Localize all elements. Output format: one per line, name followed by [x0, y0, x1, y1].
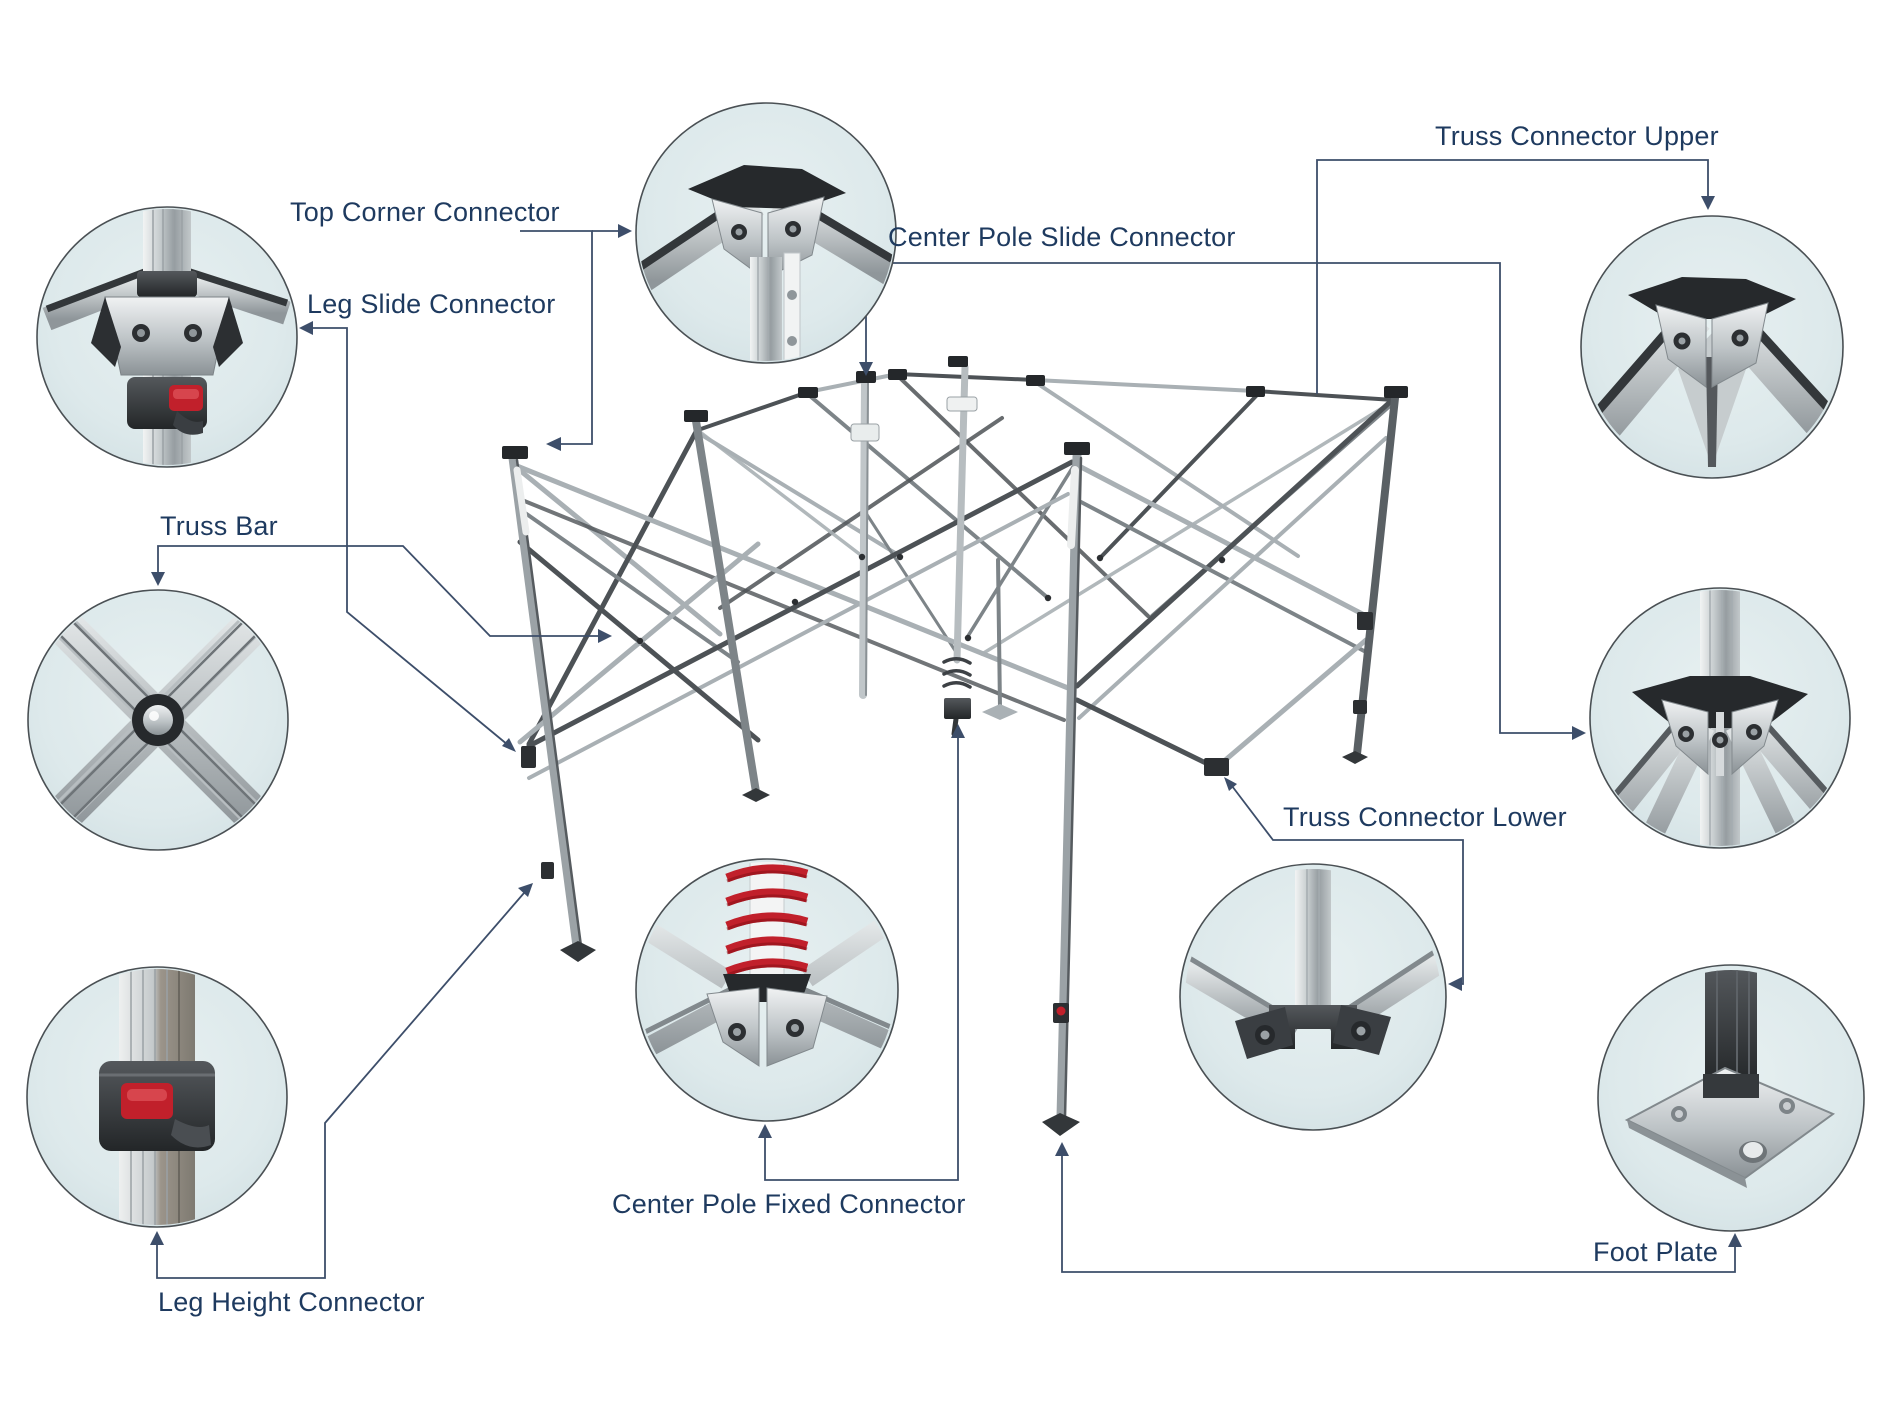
truss-connector-lower-closeup [1179, 863, 1447, 1131]
label-foot-plate: Foot Plate [1593, 1237, 1719, 1268]
frame-illustration [502, 356, 1408, 1136]
label-center-pole-fixed-connector: Center Pole Fixed Connector [612, 1189, 966, 1220]
leader-foot-plate [1061, 1154, 1736, 1273]
leader-truss-connector-upper [1316, 159, 1709, 394]
truss-connector-upper-closeup [1580, 215, 1844, 479]
center-pole-slide-connector-closeup [1589, 587, 1851, 849]
leader-leg-height-connector [156, 892, 525, 1279]
label-leg-slide-connector: Leg Slide Connector [307, 289, 556, 320]
top-corner-connector-closeup [635, 102, 897, 364]
truss-bar-closeup [27, 589, 289, 851]
label-leg-height-connector: Leg Height Connector [158, 1287, 425, 1318]
leader-top-corner-connector [520, 230, 626, 445]
leader-center-pole-slide-connector [865, 262, 1573, 734]
leader-lines [156, 159, 1736, 1279]
leg-height-connector-closeup [26, 966, 288, 1228]
label-truss-connector-lower: Truss Connector Lower [1283, 802, 1567, 833]
leader-truss-bar [157, 545, 600, 637]
foot-plate-closeup [1597, 964, 1865, 1232]
label-top-corner-connector: Top Corner Connector [290, 197, 560, 228]
label-truss-bar: Truss Bar [160, 511, 278, 542]
leader-leg-slide-connector [313, 327, 509, 746]
leader-center-pole-fixed-connector [764, 736, 959, 1181]
leader-arrowheads [150, 196, 1742, 1247]
center-pole-fixed-connector-closeup [635, 858, 899, 1122]
label-truss-connector-upper: Truss Connector Upper [1435, 121, 1719, 152]
leg-slide-connector-closeup [36, 206, 298, 468]
label-center-pole-slide-connector: Center Pole Slide Connector [888, 222, 1236, 253]
